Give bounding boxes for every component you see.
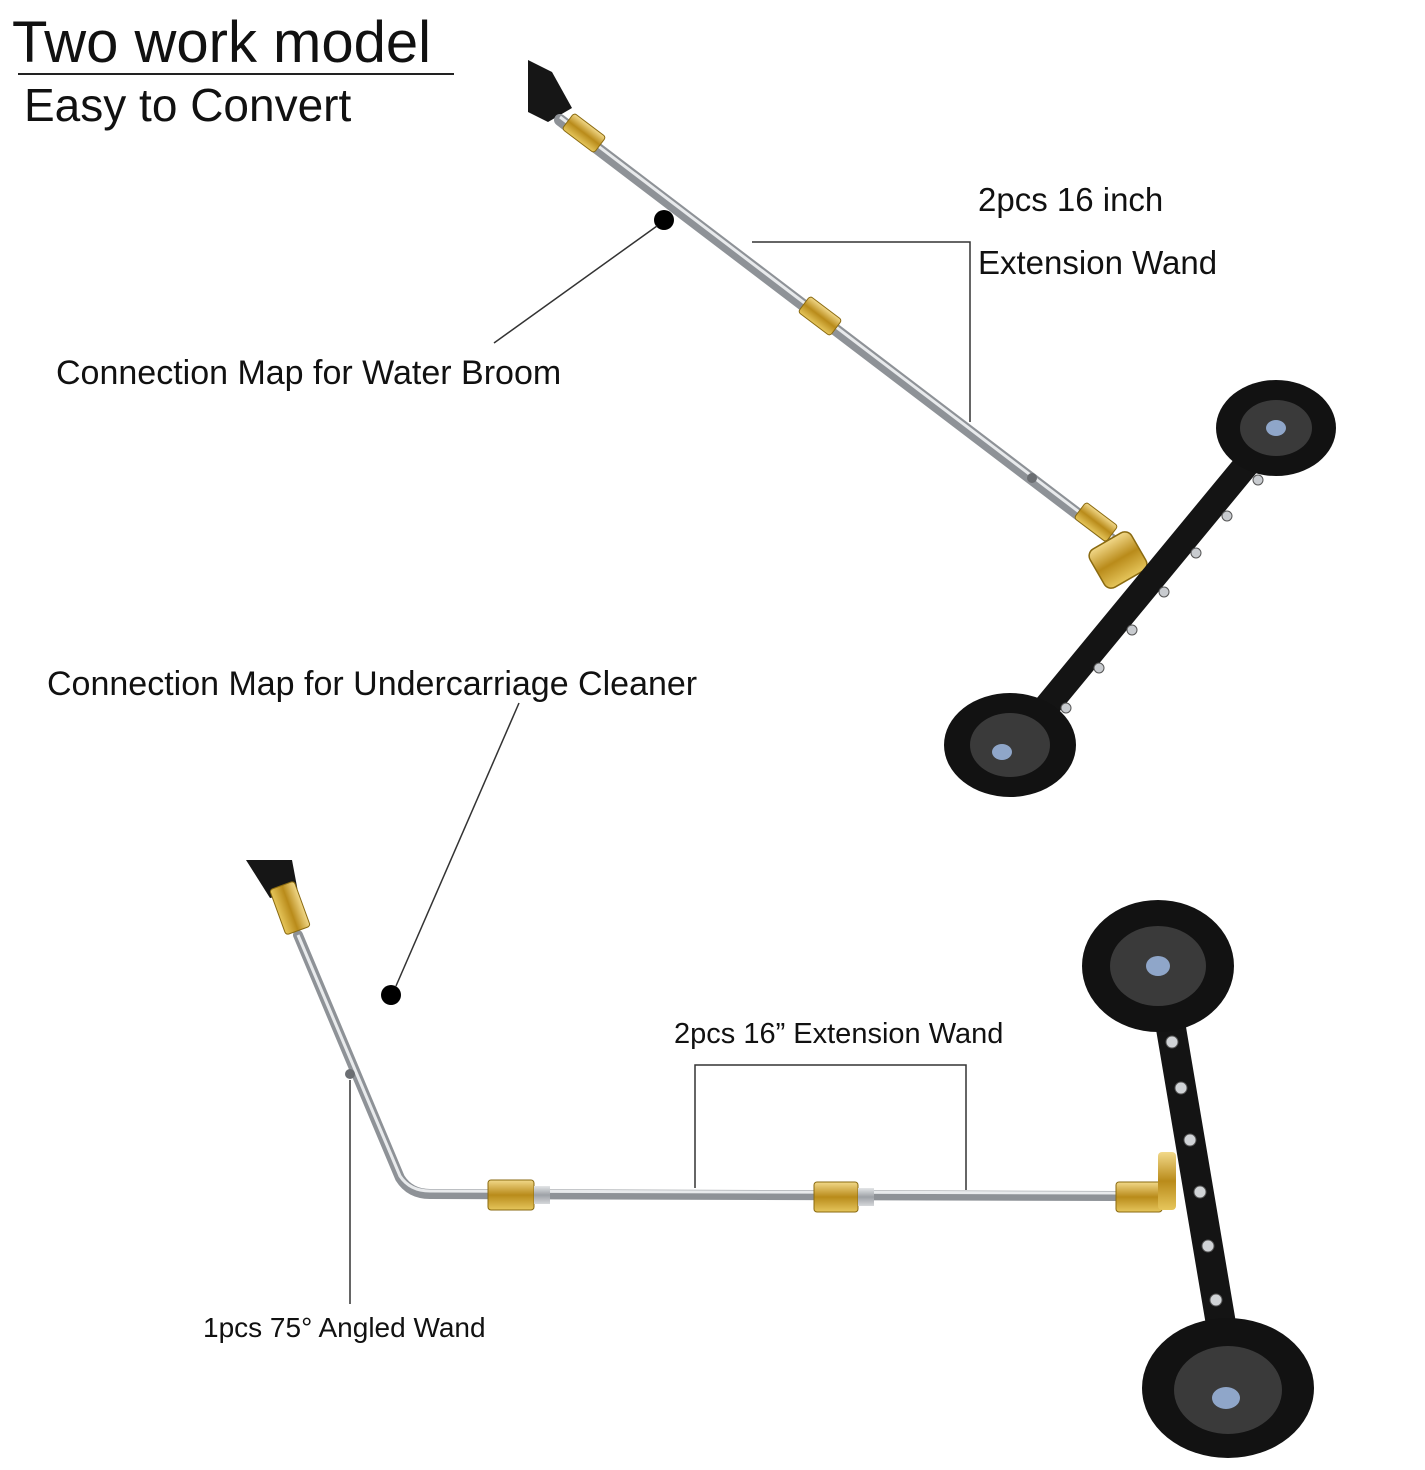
cleaner-wheel-top-icon <box>1082 900 1234 1032</box>
water-broom-map-label: Connection Map for Water Broom <box>56 354 562 392</box>
undercarriage-extension-bracket <box>694 1064 967 1190</box>
broom-callout-line <box>493 225 658 344</box>
brass-coupler-icon <box>269 881 311 935</box>
brass-coupler-icon <box>1115 1181 1163 1213</box>
cleaner-bar <box>1147 960 1237 1345</box>
broom-extension-label-line1: 2pcs 16 inch <box>978 181 1164 218</box>
page-title: Two work model <box>12 10 432 75</box>
brass-coupler-icon <box>1074 502 1118 542</box>
broom-wand <box>554 114 1118 546</box>
title-underline <box>18 73 454 75</box>
page-subtitle: Easy to Convert <box>24 79 352 131</box>
undercarriage-callout-line <box>395 702 520 987</box>
water-broom-illustration <box>528 60 1336 797</box>
broom-extension-bracket <box>752 241 971 422</box>
cleaner-wheel-bottom-icon <box>1142 1318 1314 1458</box>
undercarriage-extension-label: 2pcs 16” Extension Wand <box>674 1018 1004 1050</box>
undercarriage-cleaner-illustration <box>246 860 1314 1458</box>
undercarriage-map-label: Connection Map for Undercarriage Cleaner <box>47 665 698 703</box>
broom-callout-dot <box>654 210 674 230</box>
brass-coupler-icon <box>798 296 842 336</box>
brass-coupler-icon <box>487 1179 535 1211</box>
broom-extension-label-line2: Extension Wand <box>978 244 1218 281</box>
angled-wand-label: 1pcs 75° Angled Wand <box>203 1312 486 1343</box>
broom-bar <box>1002 417 1288 758</box>
hose-end-icon <box>528 60 572 122</box>
undercarriage-callout-dot <box>381 985 401 1005</box>
brass-coupler-icon <box>562 113 606 153</box>
brass-coupler-icon <box>813 1181 859 1213</box>
broom-wheel-top-icon <box>1216 380 1336 476</box>
brass-swivel-icon <box>1088 531 1148 589</box>
broom-wheel-bottom-icon <box>944 693 1076 797</box>
